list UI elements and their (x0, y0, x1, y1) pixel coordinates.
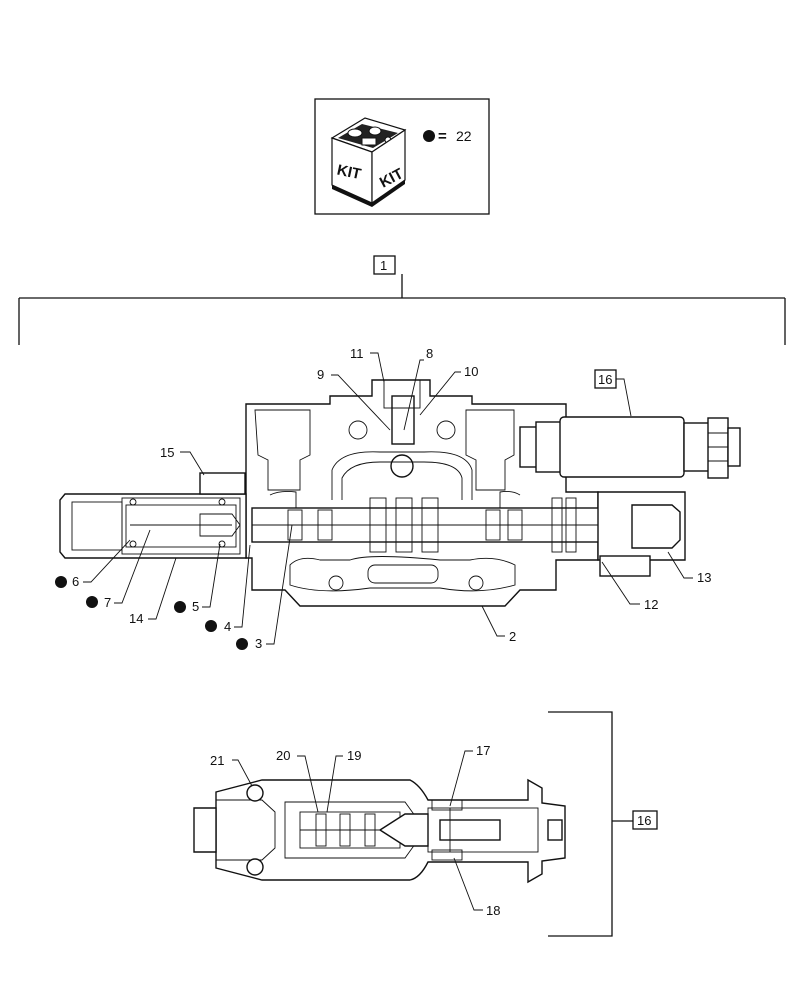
kit-box-icon: KIT KIT (330, 117, 407, 207)
callout-8: 8 (426, 346, 433, 361)
callout-4: 4 (224, 619, 231, 634)
callout-5: 5 (192, 599, 199, 614)
callout-20: 20 (276, 748, 290, 763)
callout-16-detail: 16 (637, 813, 651, 828)
callout-21: 21 (210, 753, 224, 768)
kit-legend: KIT KIT = 22 (314, 98, 490, 215)
kit-bullet-3 (236, 638, 248, 650)
callout-16-top: 16 (598, 372, 612, 387)
callout-1: 1 (380, 258, 387, 273)
detail-bracket-16: 16 (548, 711, 658, 937)
detail-callouts: 21 20 19 17 18 (210, 743, 500, 918)
kit-label-left: KIT (335, 161, 362, 183)
callout-14: 14 (129, 611, 143, 626)
callout-11: 11 (350, 346, 364, 361)
callout-7: 7 (104, 595, 111, 610)
valve-section-drawing (59, 379, 741, 607)
solenoid-cartridge (519, 416, 741, 479)
callout-17: 17 (476, 743, 490, 758)
callout-2: 2 (509, 629, 516, 644)
kit-bullet-icon (423, 130, 435, 142)
callout-9: 9 (317, 367, 324, 382)
assembly-bracket-1: 1 (18, 255, 786, 345)
kit-legend-ref: 22 (456, 128, 472, 144)
callout-13: 13 (697, 570, 711, 585)
solenoid-detail-drawing (193, 778, 566, 884)
callout-10: 10 (464, 364, 478, 379)
callout-15: 15 (160, 445, 174, 460)
kit-bullet-7 (86, 596, 98, 608)
main-callouts: 8 9 10 11 15 16 2 12 13 14 7 6 (55, 346, 711, 651)
kit-legend-equals: = (438, 128, 447, 145)
kit-bullet-4 (205, 620, 217, 632)
callout-18: 18 (486, 903, 500, 918)
kit-bullet-5 (174, 601, 186, 613)
callout-3: 3 (255, 636, 262, 651)
callout-6: 6 (72, 574, 79, 589)
callout-12: 12 (644, 597, 658, 612)
kit-bullet-6 (55, 576, 67, 588)
callout-19: 19 (347, 748, 361, 763)
